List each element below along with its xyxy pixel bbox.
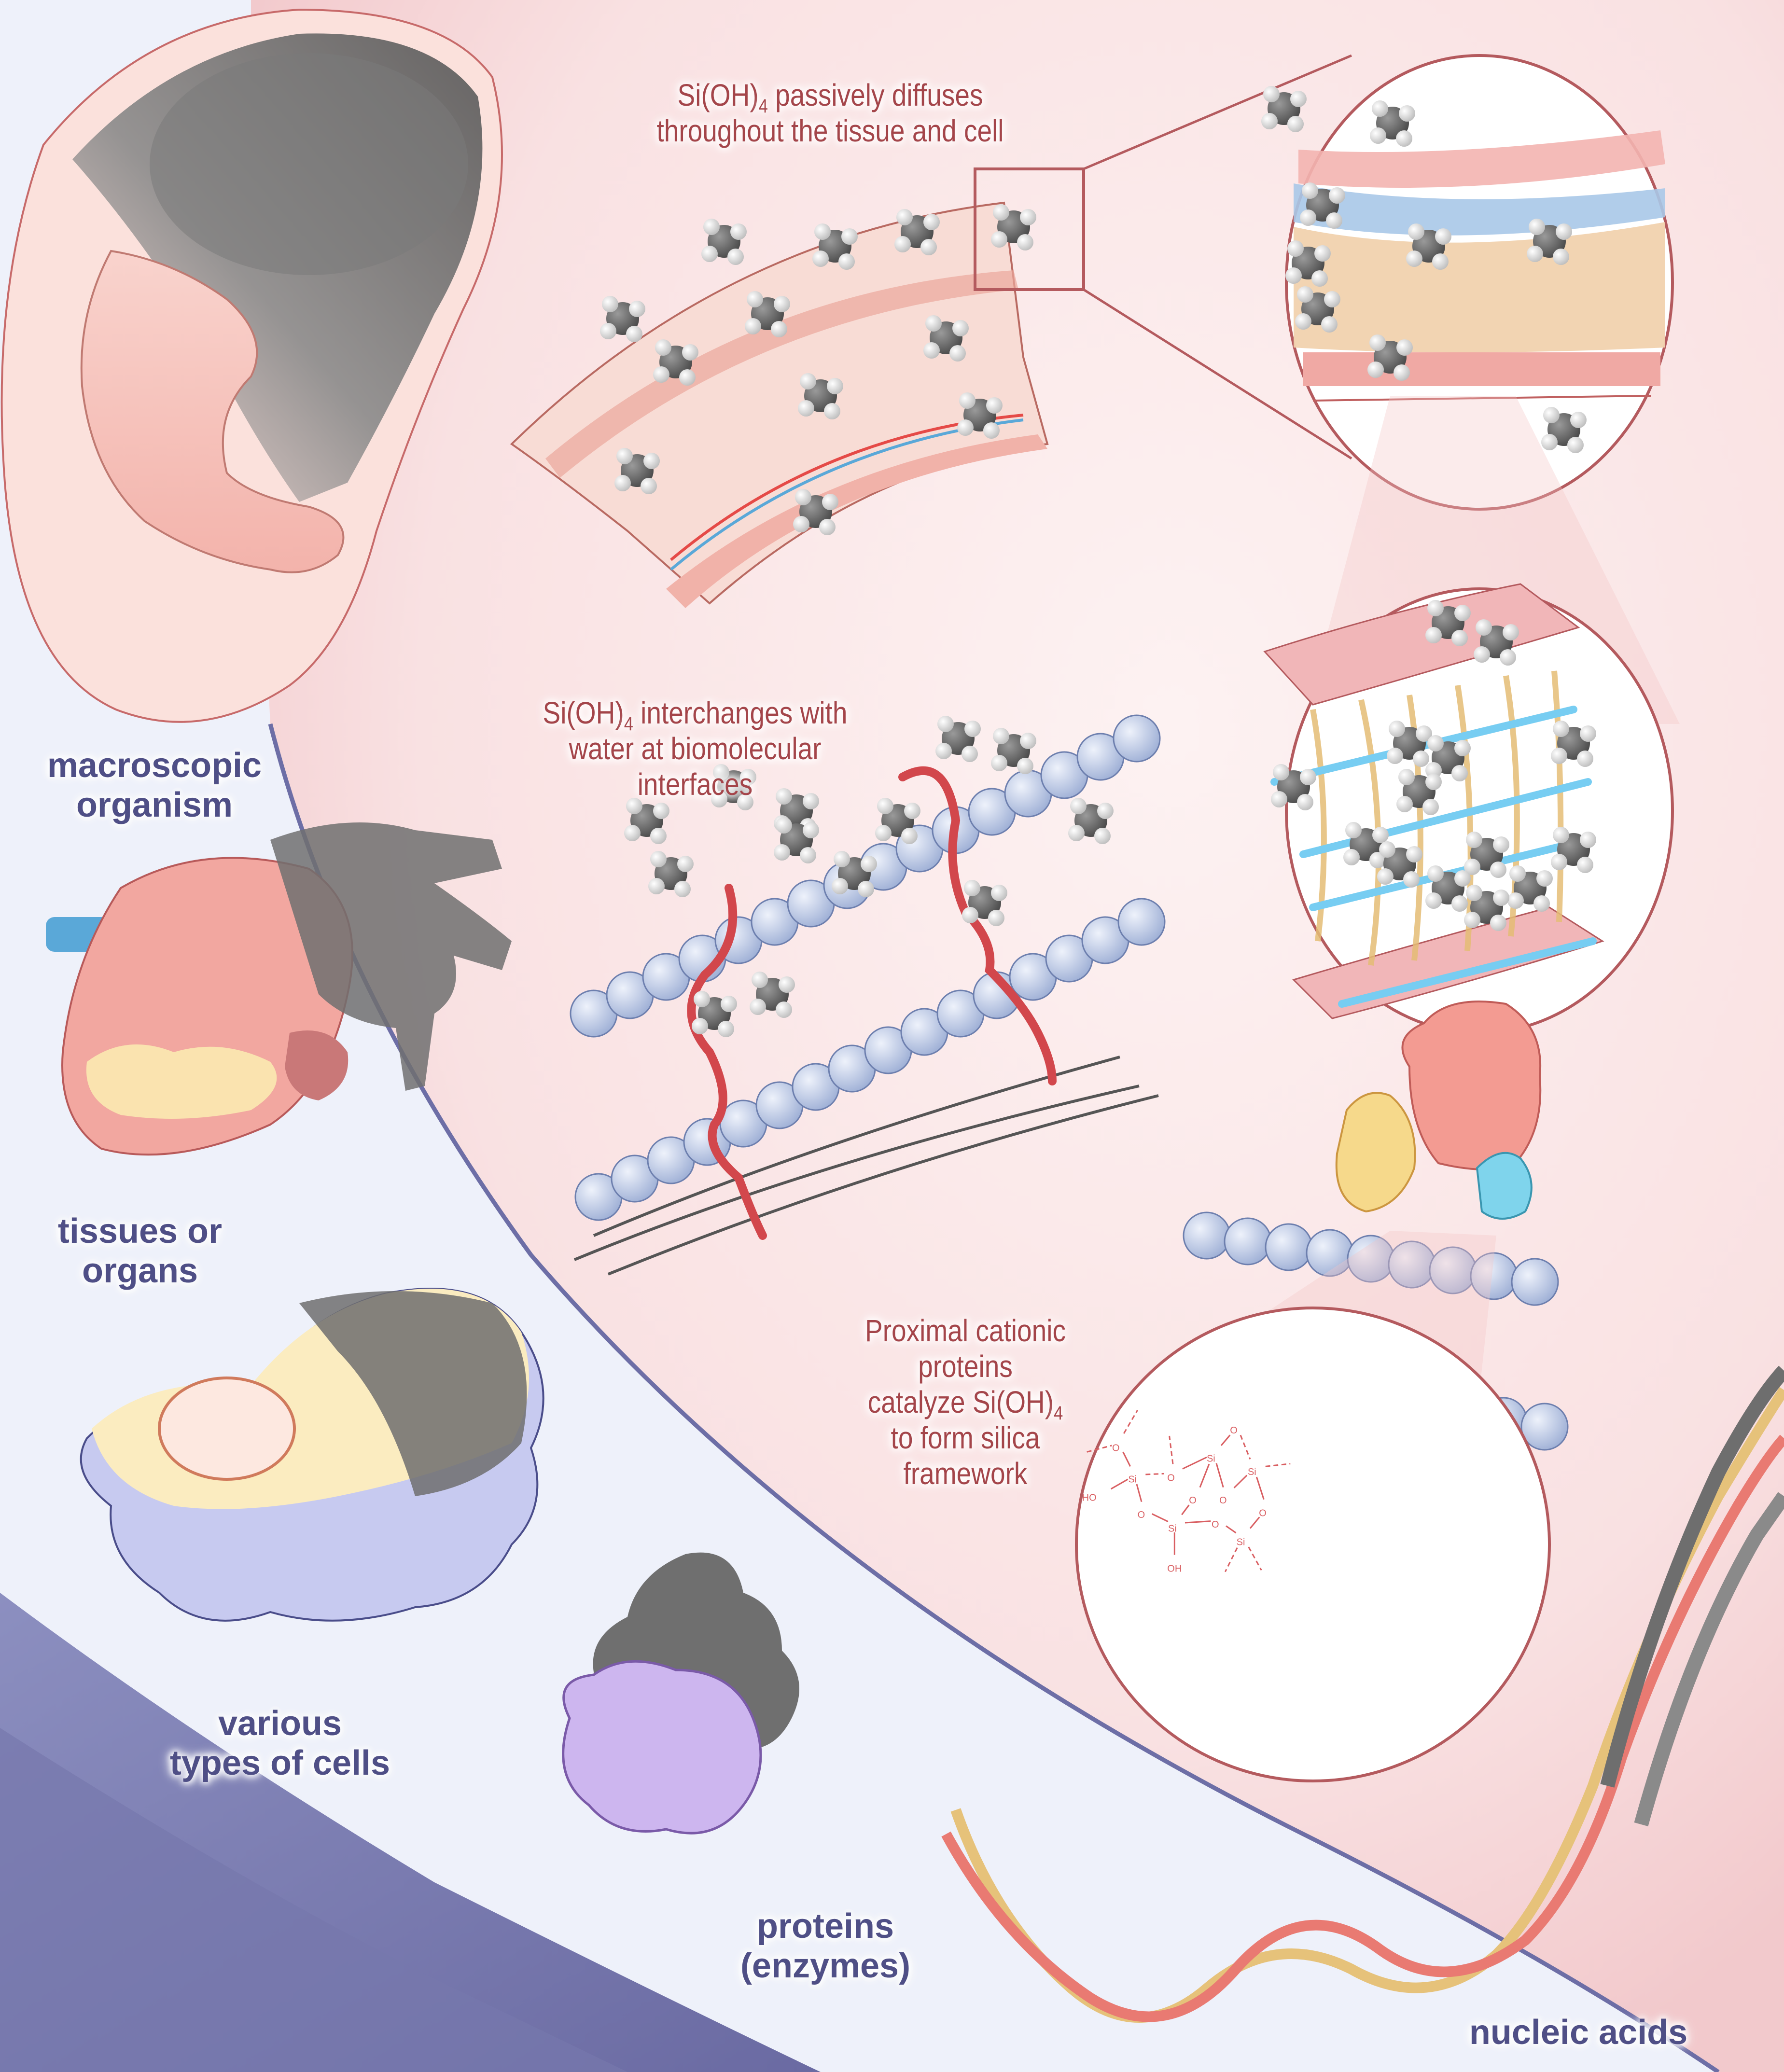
label-tissues-or-organs: tissues or organs [29, 1211, 251, 1291]
annotation-line: water at biomolecular [569, 731, 822, 766]
label-line: types of cells [169, 1744, 390, 1782]
silica-framework-zoom-circle: O Si HO O Si O Si O O O O Si O Si OH [1075, 1231, 1551, 1782]
silica-structure: O Si HO O Si O Si O O O O Si O Si OH [1082, 1409, 1291, 1574]
heart-illustration [46, 822, 512, 1156]
atom-oh: OH [1167, 1564, 1182, 1574]
extracellular-matrix-zoom-circle [1263, 396, 1680, 1034]
atom-o: O [1112, 1443, 1120, 1454]
label-line: macroscopic [47, 746, 262, 785]
label-line: (enzymes) [740, 1947, 911, 1985]
annotation-passive-diffusion: Si(OH)4 passively diffuses throughout th… [606, 77, 1055, 149]
lipid-head [1117, 898, 1166, 946]
annotation-line: Si(OH)4 interchanges with [543, 695, 848, 735]
zoom-box [974, 167, 1085, 291]
atom-o: O [1230, 1425, 1238, 1436]
annotation-water-interchange: Si(OH)4 interchanges with water at biomo… [488, 695, 903, 802]
annotation-line: to form silica [891, 1420, 1040, 1455]
atom-o: O [1138, 1510, 1145, 1520]
label-line: organism [76, 786, 233, 824]
annotation-line: catalyze Si(OH)4 [867, 1385, 1063, 1424]
atom-si: Si [1168, 1523, 1177, 1534]
annotation-line: Proximal cationic [865, 1313, 1066, 1348]
protein-illustration [562, 1552, 799, 1835]
label-line: proteins [756, 1907, 894, 1946]
dark-band-inner [0, 1728, 627, 2072]
atom-ho: HO [1082, 1492, 1097, 1503]
atom-si: Si [1207, 1453, 1215, 1464]
bilayer-fibers [573, 1056, 1159, 1276]
label-various-types-of-cells: various types of cells [145, 1704, 415, 1783]
label-line: organs [82, 1252, 198, 1290]
lipid-head [1511, 1258, 1559, 1306]
lipid-head [1224, 1217, 1272, 1265]
lipid-head [1520, 1403, 1569, 1451]
atom-si: Si [1128, 1474, 1137, 1485]
label-nucleic-acids: nucleic acids [1443, 2013, 1714, 2052]
dna-illustration [941, 1365, 1784, 2023]
atom-o: O [1212, 1519, 1219, 1530]
atom-o: O [1259, 1508, 1267, 1519]
annotation-line: interfaces [637, 767, 753, 802]
peptide-chains [687, 766, 1057, 1240]
lipid-head [1183, 1211, 1231, 1260]
atom-o: O [1189, 1495, 1197, 1506]
label-macroscopic-organism: macroscopic organism [19, 746, 290, 825]
atom-si: Si [1248, 1467, 1256, 1477]
annotation-line: proteins [918, 1349, 1013, 1384]
annotation-line: throughout the tissue and cell [656, 113, 1004, 148]
annotation-protein-catalysis: Proximal cationic proteins catalyze Si(O… [816, 1313, 1115, 1491]
lipid-head [1113, 714, 1161, 763]
atom-si: Si [1237, 1537, 1245, 1548]
lipid-head [1265, 1223, 1313, 1271]
tissue-layers-zoom-circle [1285, 54, 1674, 511]
label-line: tissues or [57, 1212, 223, 1251]
membrane-protein-illustration [1335, 1001, 1542, 1220]
cell-illustration [80, 1288, 544, 1622]
atom-o: O [1219, 1495, 1227, 1506]
label-line: various [218, 1704, 342, 1743]
embryo-illustration [0, 8, 503, 723]
atom-o: O [1167, 1473, 1175, 1483]
annotation-line: framework [903, 1456, 1028, 1491]
annotation-line: Si(OH)4 passively diffuses [677, 78, 983, 117]
label-line: nucleic acids [1469, 2013, 1688, 2052]
label-proteins-enzymes: proteins (enzymes) [724, 1906, 927, 1986]
tissue-slab-illustration [510, 54, 1352, 608]
